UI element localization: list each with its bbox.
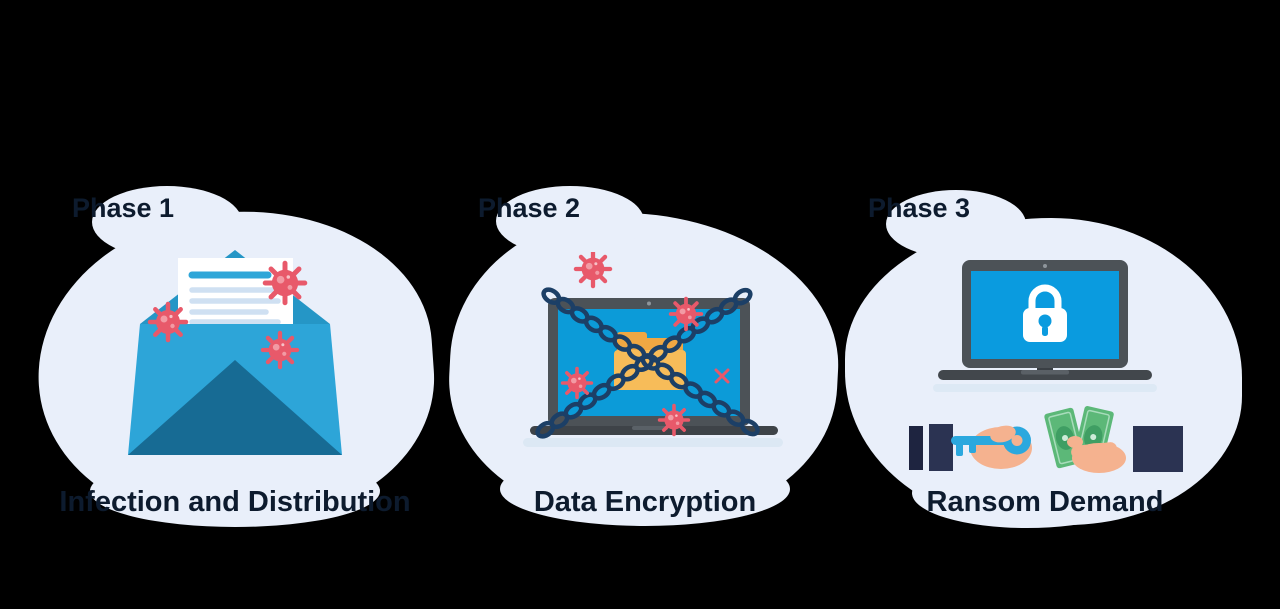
shadow xyxy=(523,438,783,447)
chained-laptop-illustration xyxy=(523,252,783,447)
envelope-icon xyxy=(128,250,342,455)
webcam-icon xyxy=(1043,264,1047,268)
blob-bump xyxy=(92,186,242,258)
exchange-scene xyxy=(909,405,1183,473)
sparkle-icon xyxy=(714,368,730,384)
phase-1-heading: Phase 1 xyxy=(72,193,175,223)
virus-icon xyxy=(576,252,610,286)
padlock-icon xyxy=(1023,284,1067,342)
ransom-exchange-illustration xyxy=(909,260,1183,473)
virus-icon xyxy=(657,403,691,437)
phase-3-caption: Ransom Demand xyxy=(926,486,1164,518)
sleeve-icon xyxy=(929,424,953,471)
phase-2-caption: Data Encryption xyxy=(533,486,757,518)
blob-bump xyxy=(90,455,380,527)
blob-bump xyxy=(500,452,790,526)
blob-bump xyxy=(886,190,1026,258)
phase-3-heading: Phase 3 xyxy=(868,193,971,223)
virus-icon xyxy=(263,333,297,367)
envelope-illustration xyxy=(128,250,342,455)
virus-icon xyxy=(265,263,305,303)
shadow xyxy=(933,384,1157,392)
sleeve-icon xyxy=(909,426,923,470)
hand-icon xyxy=(1067,436,1126,473)
sleeve-icon xyxy=(1133,426,1183,472)
virus-icon xyxy=(668,296,704,332)
phase-1-caption: Infection and Distribution xyxy=(59,486,411,518)
blob-bump xyxy=(496,186,644,256)
thumb xyxy=(990,425,1016,443)
phase-2-heading: Phase 2 xyxy=(478,193,581,223)
virus-icon xyxy=(150,304,186,340)
webcam-icon xyxy=(647,301,651,306)
virus-icon xyxy=(560,366,594,400)
